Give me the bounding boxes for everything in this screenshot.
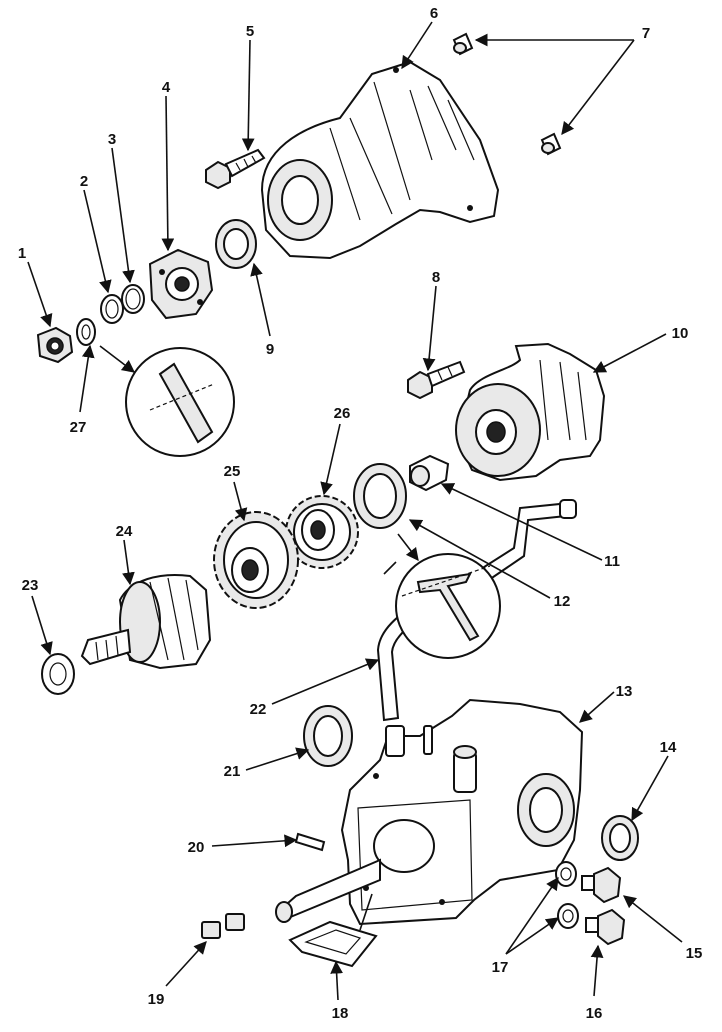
part-13-transmission-case [275,698,584,926]
callout-17: 17 [492,959,509,976]
callout-22: 22 [250,701,267,718]
callout-21: 21 [224,763,241,780]
callout-2: 2 [80,173,88,190]
callout-10: 10 [672,325,689,342]
callout-14: 14 [660,739,677,756]
part-11-sleeve [409,454,450,492]
part-26-gear [285,495,359,569]
part-25-driven-gear [213,511,299,609]
callout-4: 4 [162,79,171,96]
part-6-extension-housing [260,60,500,260]
part-21-oil-seal [303,705,353,767]
callout-23: 23 [22,577,39,594]
part-22-breather-tube [376,499,577,722]
callout-12: 12 [554,593,571,610]
part-24-output-shaft [80,574,212,670]
callout-labels: 1 2 3 4 5 6 7 8 9 10 11 12 13 14 15 16 1… [18,5,703,1022]
callout-1: 1 [18,245,26,262]
callout-15: 15 [686,945,703,962]
callout-25: 25 [224,463,241,480]
part-12-oil-seal [353,463,407,529]
callout-26: 26 [334,405,351,422]
callout-9: 9 [266,341,274,358]
callout-3: 3 [108,131,116,148]
callout-16: 16 [586,1005,603,1022]
part-17-gaskets [555,861,579,929]
part-9-oil-seal [215,219,257,269]
callout-11: 11 [604,553,620,570]
part-7-dowel-pins [452,32,562,156]
part-16-plug [585,908,626,946]
part-8-bolt [407,360,466,400]
detail-view-washer [125,347,235,457]
part-18-strainer [288,920,378,968]
part-10-transfer-housing [455,342,606,482]
callout-20: 20 [188,839,205,856]
leader-lines [27,21,683,1001]
part-20-dowel [294,832,326,852]
callout-18: 18 [332,1005,349,1022]
detail-view-seal-tool [395,553,501,659]
callout-27: 27 [70,419,87,436]
part-5-bolt [205,148,266,190]
part-2-ring [100,294,124,324]
callout-7: 7 [642,25,650,42]
part-19-magnets [201,913,245,939]
callout-19: 19 [148,991,165,1008]
callout-6: 6 [430,5,438,22]
part-23-thrust-washer [41,653,75,695]
part-4-flange [148,248,214,320]
callout-8: 8 [432,269,440,286]
part-15-plug [581,866,622,904]
part-27-washer [76,318,96,346]
part-1-lock-nut [36,326,74,364]
part-14-seal [601,815,639,861]
callout-5: 5 [246,23,254,40]
callout-13: 13 [616,683,633,700]
callout-24: 24 [116,523,133,540]
part-3-snap-ring [121,284,145,314]
